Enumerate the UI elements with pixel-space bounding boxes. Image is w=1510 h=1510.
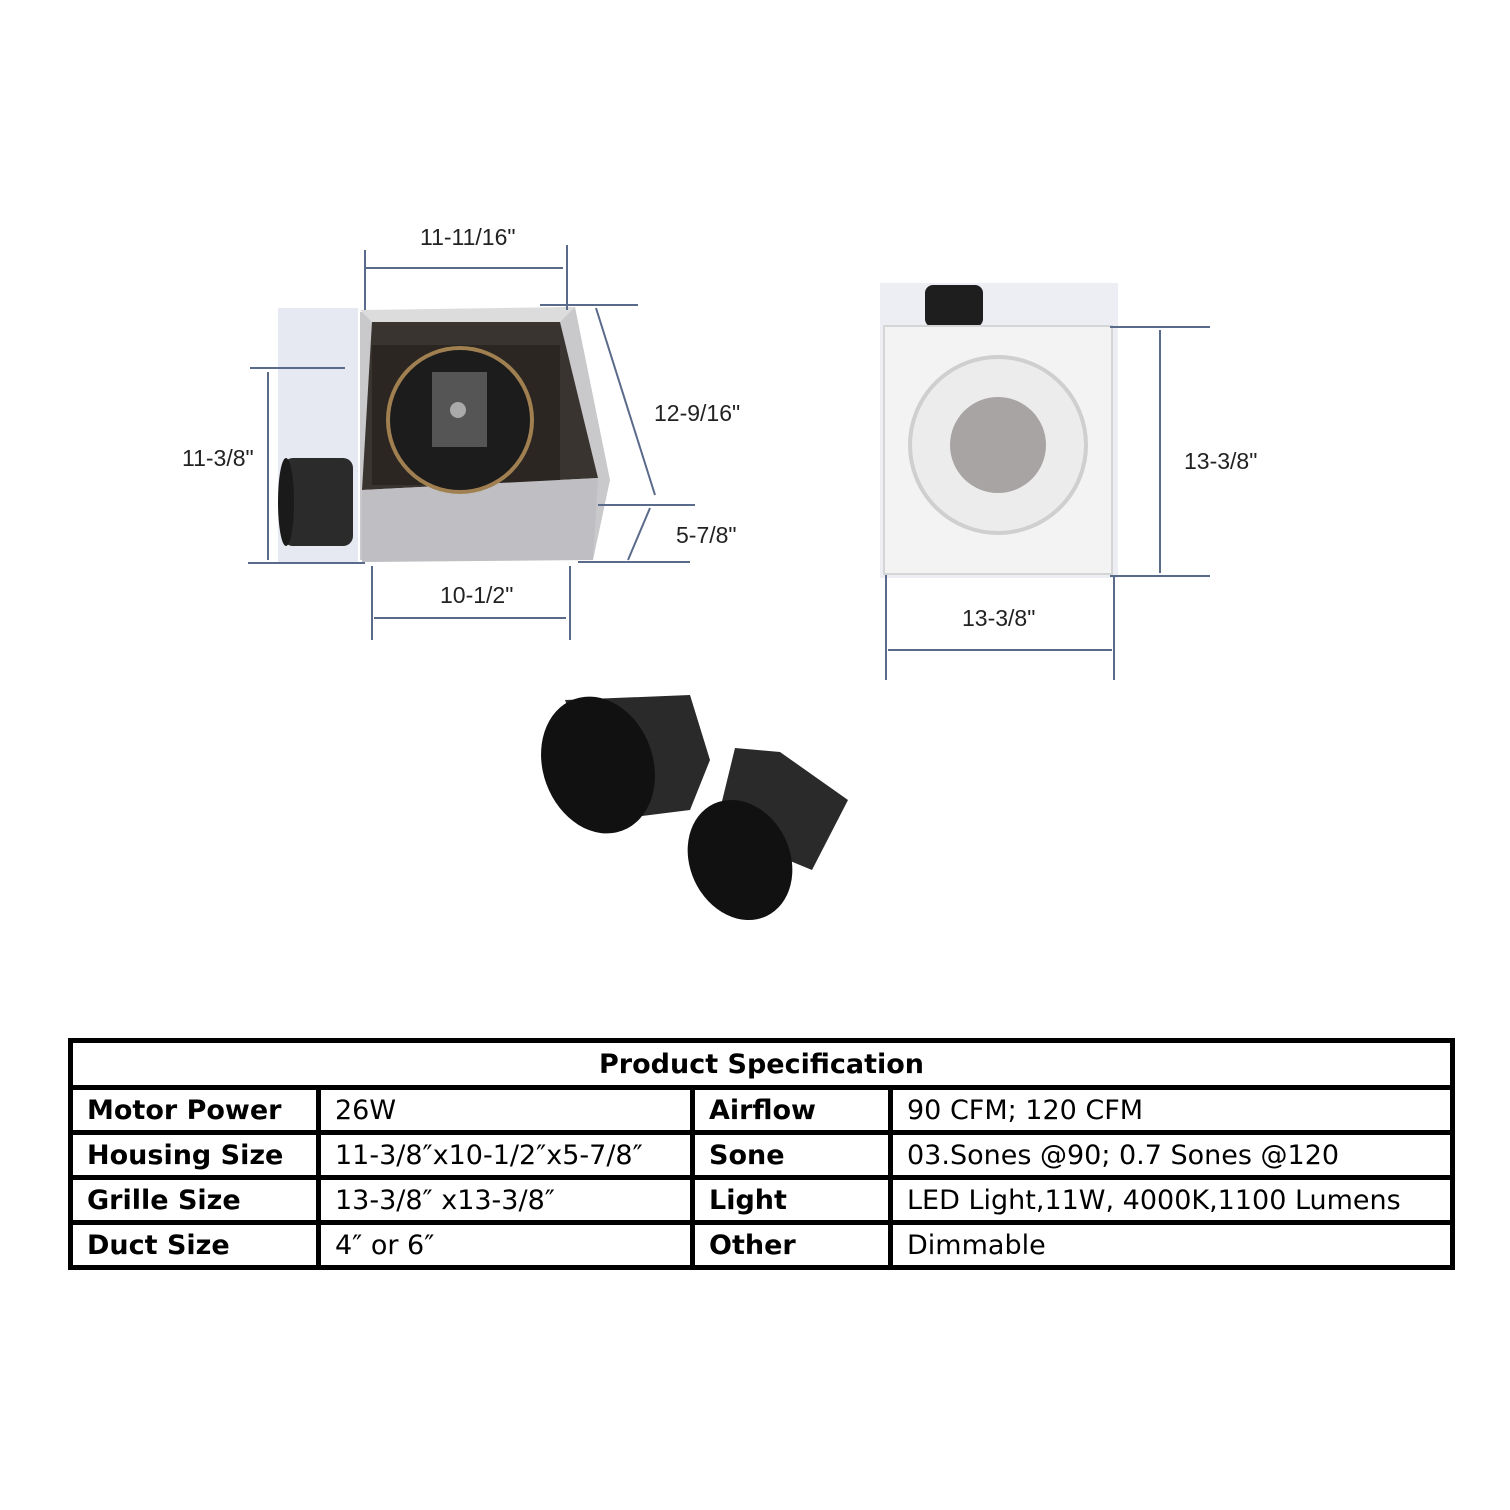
spec-key: Other bbox=[690, 1220, 893, 1270]
table-row: Grille Size 13-3/8″ x13-3/8″ Light LED L… bbox=[68, 1175, 1456, 1225]
dim-housing-bottom-width: 10-1/2" bbox=[440, 582, 514, 608]
dim-housing-diagonal: 12-9/16" bbox=[654, 400, 741, 426]
spec-table-title: Product Specification bbox=[67, 1038, 1456, 1090]
spec-key: Duct Size bbox=[68, 1220, 321, 1270]
spec-key: Sone bbox=[690, 1130, 893, 1180]
dim-grille-width: 13-3/8" bbox=[962, 605, 1036, 631]
dim-housing-top-width: 11-11/16" bbox=[420, 224, 516, 250]
grille-dimension-lines bbox=[885, 326, 1210, 680]
spec-value: 4″ or 6″ bbox=[316, 1220, 695, 1270]
spec-key: Grille Size bbox=[68, 1175, 321, 1225]
table-row: Motor Power 26W Airflow 90 CFM; 120 CFM bbox=[68, 1085, 1456, 1135]
duct-adapters-image bbox=[541, 695, 848, 921]
housing-image bbox=[278, 307, 610, 563]
spec-value: 03.Sones @90; 0.7 Sones @120 bbox=[887, 1130, 1456, 1180]
table-row: Housing Size 11-3/8″x10-1/2″x5-7/8″ Sone… bbox=[68, 1130, 1456, 1180]
spec-key: Light bbox=[690, 1175, 893, 1225]
table-row: Duct Size 4″ or 6″ Other Dimmable bbox=[68, 1220, 1456, 1270]
spec-table: Product Specification Motor Power 26W Ai… bbox=[67, 1038, 1456, 1270]
spec-key: Airflow bbox=[690, 1085, 893, 1135]
housing-dimension-lines bbox=[248, 245, 695, 640]
spec-table-header: Product Specification bbox=[67, 1038, 1456, 1090]
spec-value: 13-3/8″ x13-3/8″ bbox=[316, 1175, 695, 1225]
dim-grille-height: 13-3/8" bbox=[1184, 448, 1258, 474]
spec-value: Dimmable bbox=[887, 1220, 1456, 1270]
dim-housing-height: 11-3/8" bbox=[182, 445, 254, 471]
spec-value: 26W bbox=[316, 1085, 695, 1135]
spec-value: 90 CFM; 120 CFM bbox=[887, 1085, 1456, 1135]
spec-key: Motor Power bbox=[68, 1085, 321, 1135]
spec-key: Housing Size bbox=[68, 1130, 321, 1180]
dim-housing-depth: 5-7/8" bbox=[676, 522, 737, 548]
product-drawings bbox=[248, 245, 1210, 921]
grille-image bbox=[880, 283, 1118, 578]
spec-value: LED Light,11W, 4000K,1100 Lumens bbox=[887, 1175, 1456, 1225]
spec-value: 11-3/8″x10-1/2″x5-7/8″ bbox=[316, 1130, 695, 1180]
